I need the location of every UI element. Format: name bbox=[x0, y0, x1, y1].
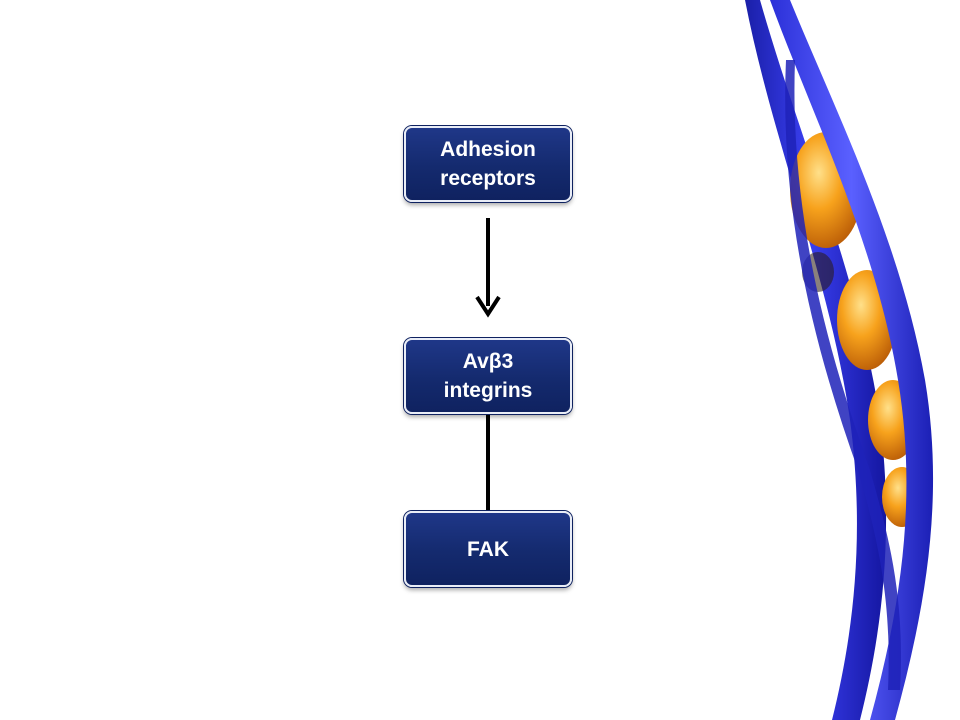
ribbon-front-shape bbox=[770, 0, 934, 720]
ribbon-edge-shape bbox=[785, 60, 901, 690]
decorative-ribbon-graphic bbox=[745, 0, 934, 720]
arrowhead-icon bbox=[475, 295, 501, 318]
node-label-line: receptors bbox=[440, 167, 536, 190]
node-label-line: FAK bbox=[467, 537, 509, 561]
node-avb3-integrins: Avβ3 integrins bbox=[404, 338, 572, 414]
node-label-line: Adhesion bbox=[440, 138, 536, 161]
node-label-line: Avβ3 bbox=[462, 350, 514, 373]
node-label-line: integrins bbox=[443, 379, 533, 402]
node-fak: FAK bbox=[404, 511, 572, 587]
node-adhesion-receptors: Adhesion receptors bbox=[404, 126, 572, 202]
